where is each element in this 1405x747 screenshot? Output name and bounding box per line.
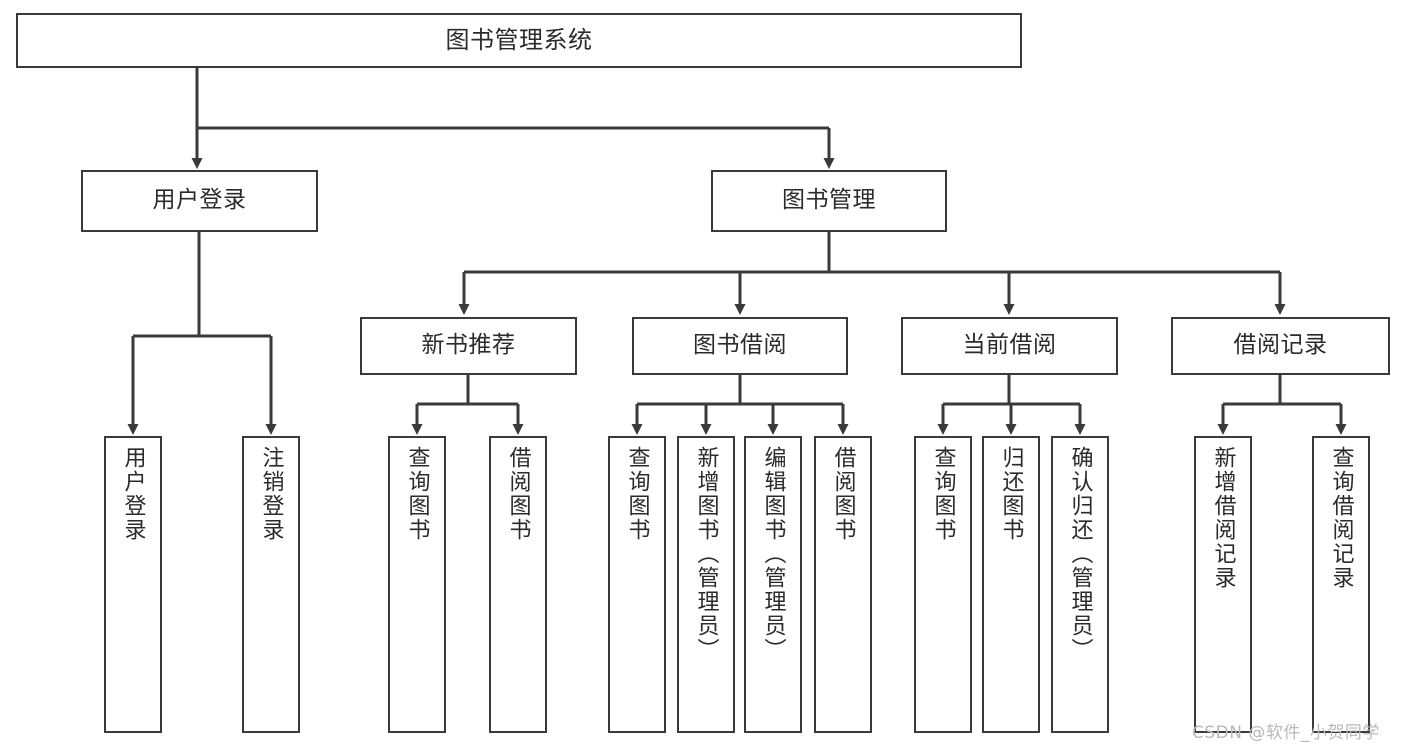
node-book-borrow[interactable]: 图书借阅	[632, 317, 848, 375]
node-new-book-recommend-label: 新书推荐	[421, 332, 516, 359]
node-leaf-add-book-label: 新增图书（管理员）	[693, 446, 719, 662]
node-root-label: 图书管理系统	[445, 26, 593, 55]
node-current-borrow-label: 当前借阅	[962, 332, 1057, 359]
node-root[interactable]: 图书管理系统	[16, 13, 1022, 68]
node-leaf-query-record[interactable]: 查询借阅记录	[1312, 436, 1370, 733]
node-leaf-borrow-book-1-label: 借阅图书	[505, 446, 531, 542]
node-leaf-query-book-3-label: 查询图书	[930, 446, 956, 542]
node-user-login[interactable]: 用户登录	[81, 170, 318, 232]
node-borrow-record-label: 借阅记录	[1233, 332, 1328, 359]
node-leaf-add-record[interactable]: 新增借阅记录	[1194, 436, 1252, 733]
node-leaf-confirm-return-label: 确认归还（管理员）	[1067, 446, 1093, 662]
node-leaf-confirm-return[interactable]: 确认归还（管理员）	[1051, 436, 1109, 733]
node-leaf-borrow-book-1[interactable]: 借阅图书	[489, 436, 547, 733]
node-leaf-logout-login[interactable]: 注销登录	[242, 436, 300, 733]
node-leaf-edit-book-label: 编辑图书（管理员）	[760, 446, 786, 662]
node-user-login-label: 用户登录	[152, 187, 247, 214]
node-leaf-return-book[interactable]: 归还图书	[982, 436, 1040, 733]
node-borrow-record[interactable]: 借阅记录	[1171, 317, 1390, 375]
node-leaf-query-record-label: 查询借阅记录	[1328, 446, 1354, 590]
node-book-borrow-label: 图书借阅	[693, 332, 787, 359]
node-leaf-add-record-label: 新增借阅记录	[1210, 446, 1236, 590]
node-leaf-add-book[interactable]: 新增图书（管理员）	[677, 436, 735, 733]
node-leaf-query-book-2[interactable]: 查询图书	[608, 436, 666, 733]
node-current-borrow[interactable]: 当前借阅	[901, 317, 1118, 375]
node-leaf-query-book-1[interactable]: 查询图书	[388, 436, 446, 733]
node-book-manage-label: 图书管理	[782, 187, 876, 214]
node-leaf-borrow-book-2-label: 借阅图书	[830, 446, 856, 542]
node-leaf-user-login-label: 用户登录	[120, 446, 146, 542]
node-leaf-query-book-2-label: 查询图书	[624, 446, 650, 542]
node-leaf-return-book-label: 归还图书	[998, 446, 1024, 542]
node-book-manage[interactable]: 图书管理	[711, 170, 947, 232]
node-leaf-borrow-book-2[interactable]: 借阅图书	[814, 436, 872, 733]
node-leaf-edit-book[interactable]: 编辑图书（管理员）	[744, 436, 802, 733]
watermark: CSDN @软件_小贺同学	[1192, 723, 1380, 743]
node-leaf-user-login[interactable]: 用户登录	[104, 436, 162, 733]
node-leaf-query-book-1-label: 查询图书	[404, 446, 430, 542]
node-new-book-recommend[interactable]: 新书推荐	[360, 317, 577, 375]
node-leaf-query-book-3[interactable]: 查询图书	[914, 436, 972, 733]
node-leaf-logout-login-label: 注销登录	[258, 446, 284, 542]
